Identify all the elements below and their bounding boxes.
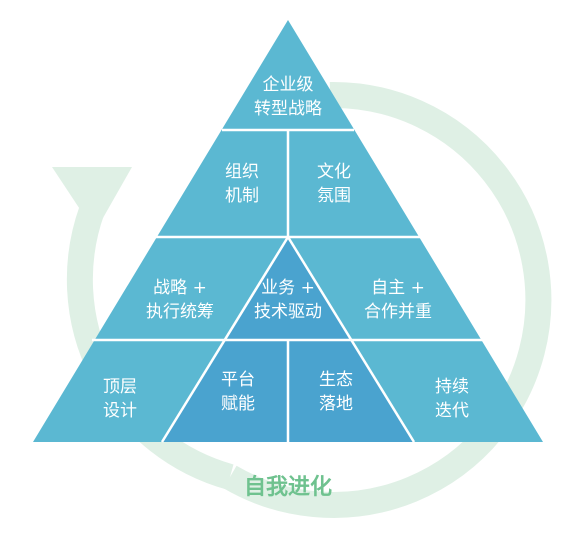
label-biztech-line2: 技术驱动 [254, 302, 322, 322]
label-platform-line2: 赋能 [221, 394, 255, 414]
label-culture-line2: 氛围 [317, 186, 351, 206]
label-design-line2: 设计 [103, 401, 137, 421]
cycle-ring [223, 81, 552, 518]
label-design-line1: 顶层 [103, 377, 137, 397]
label-autonomy-line2: 合作并重 [364, 302, 432, 322]
label-culture-line1: 文化 [317, 162, 351, 182]
label-top-line1: 企业级 [263, 75, 314, 95]
pyramid-dividers [92, 128, 484, 443]
label-iterate-line2: 迭代 [435, 401, 469, 421]
label-strategy-line2: 执行统筹 [146, 302, 214, 322]
segment-labels: 企业级 转型战略 组织 机制 文化 氛围 战略 + 执行统筹 业务 + 技术驱动… [103, 75, 469, 421]
label-mech-line1: 组织 [225, 162, 259, 182]
divider-inner-right [286, 236, 416, 443]
label-autonomy-line1: 自主 + [371, 278, 425, 298]
divider-inner-left [160, 236, 290, 443]
label-mech-line2: 机制 [225, 186, 259, 206]
label-biztech-line1: 业务 + [261, 278, 315, 298]
label-ecosystem-line1: 生态 [319, 370, 353, 390]
label-top-line2: 转型战略 [254, 99, 322, 119]
cycle-label: 自我进化 [244, 474, 332, 500]
label-ecosystem-line2: 落地 [319, 394, 353, 414]
cycle-arrowhead [52, 167, 132, 232]
label-strategy-line1: 战略 + [153, 278, 207, 298]
label-platform-line1: 平台 [221, 370, 255, 390]
label-iterate-line1: 持续 [435, 377, 469, 397]
